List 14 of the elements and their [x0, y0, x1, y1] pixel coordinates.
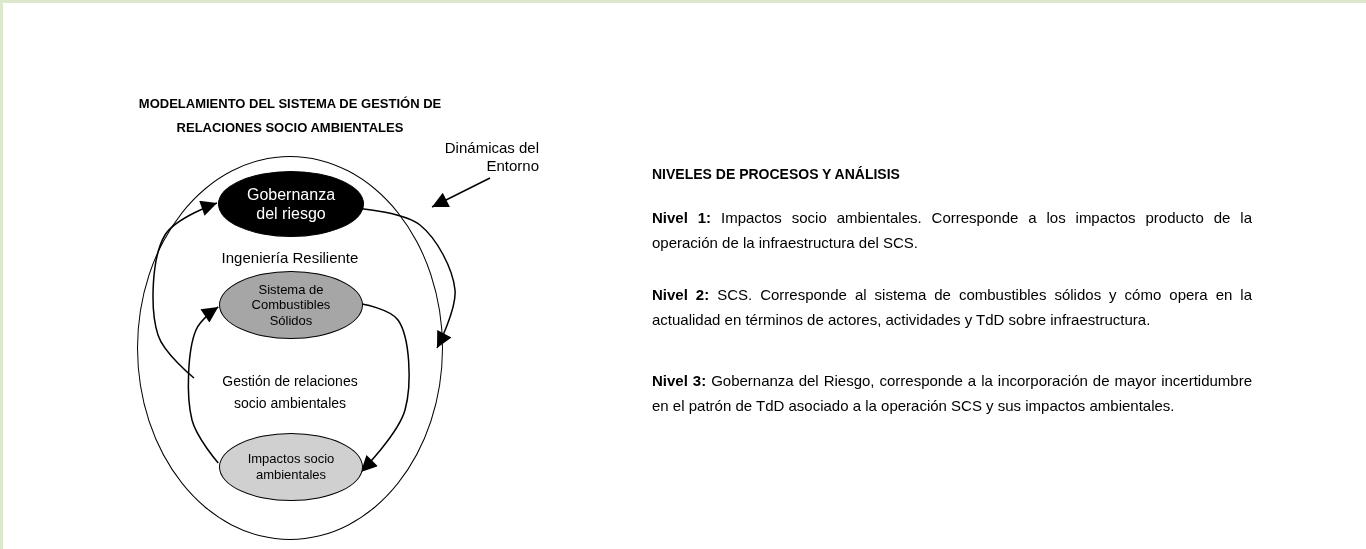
curved-arrow [187, 306, 219, 464]
region-label: Ingeniería Resiliente [220, 248, 360, 268]
section-heading: NIVELES DE PROCESOS Y ANÁLISIS [652, 165, 901, 184]
annotation-text: Dinámicas del Entorno [443, 139, 540, 175]
paragraph: Nivel 2: SCS. Corresponde al sistema de combustibles sólidos y cómo opera en la actualidad en términos de actores, actividades y TdD sobre infraestructura. [652, 285, 1252, 330]
paragraph: Nivel 1: Impactos socio ambientales. Corresponde a los impactos producto de la operación de la infraestructura del SCS. [652, 208, 1252, 253]
ellipse-node: Sistema de Combustibles Sólidos [219, 271, 363, 339]
region-label: Gestión de relaciones socio ambientales [221, 372, 359, 413]
curved-arrow [152, 200, 218, 379]
diagram-title: MODELAMIENTO DEL SISTEMA DE GESTIÓN DE RELACIONES SOCIO AMBIENTALES [137, 95, 443, 137]
ellipse-node: Impactos socio ambientales [219, 433, 363, 501]
curved-arrow [431, 177, 491, 208]
paragraph: Nivel 3: Gobernanza del Riesgo, corresponde a la incorporación de mayor incertidumbre en el patrón de TdD asociado a la operación SCS y sus impactos ambientales. [652, 371, 1252, 416]
ellipse-node: Gobernanza del riesgo [218, 171, 364, 237]
